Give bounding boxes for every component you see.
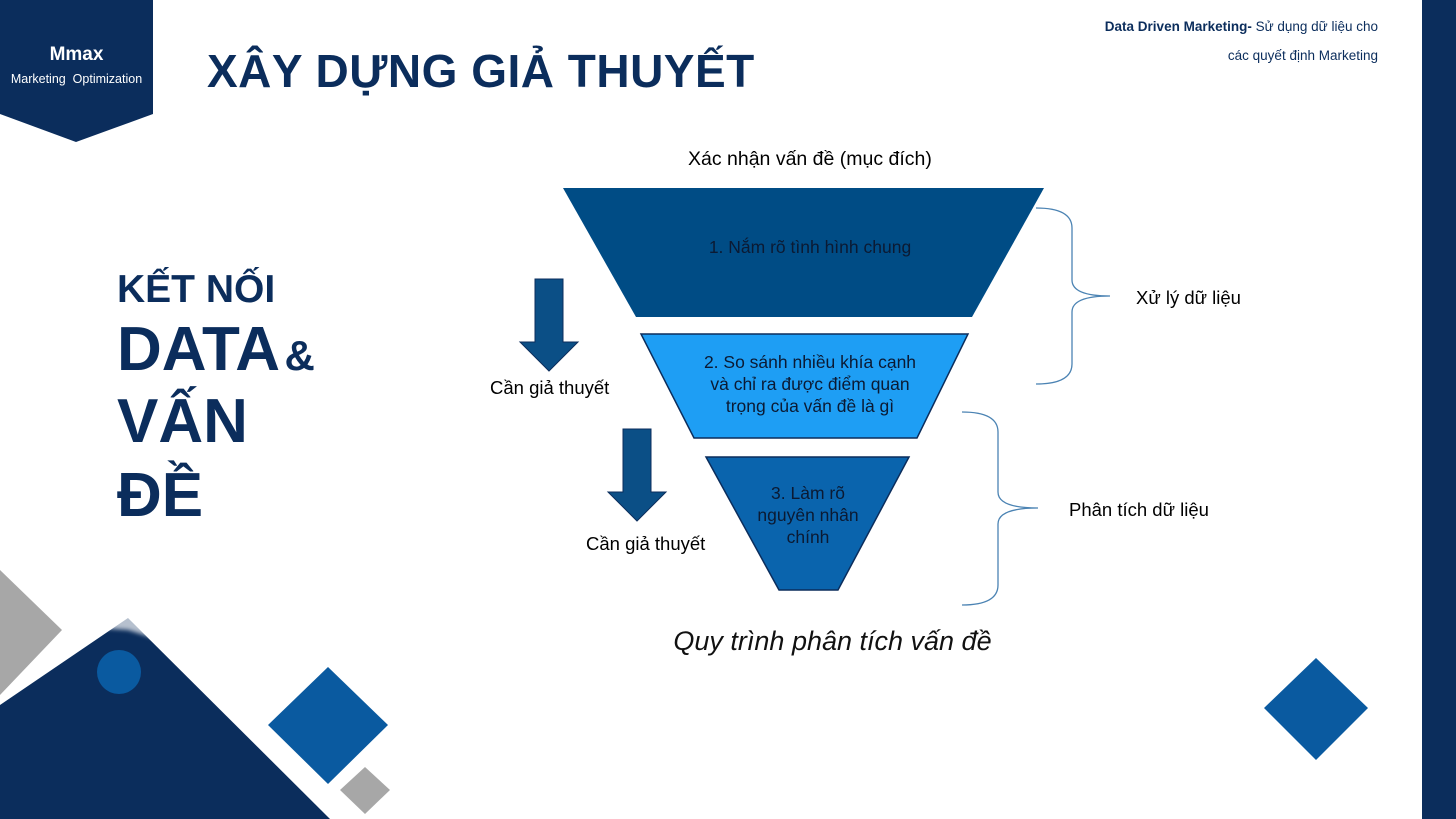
decor-glow xyxy=(100,612,160,640)
funnel-stage-3 xyxy=(704,456,911,591)
side-heading-line4: ĐỀ xyxy=(117,461,204,530)
tagline-bold: Data Driven Marketing- xyxy=(1104,19,1252,34)
stage-2-line: 2. So sánh nhiều khía cạnh xyxy=(703,352,917,372)
side-heading-line1: KẾT NỐI xyxy=(117,268,276,311)
brand-name: Mmax xyxy=(49,44,104,65)
down-arrow-2 xyxy=(606,428,668,522)
bracket-label-process: Xử lý dữ liệu xyxy=(1136,287,1241,308)
side-heading-line2: DATA & xyxy=(117,319,315,381)
arrow-label-2: Cần giả thuyết xyxy=(586,533,706,554)
bracket-label-analysis: Phân tích dữ liệu xyxy=(1069,499,1209,520)
side-heading: KẾT NỐI DATA & VẤN ĐỀ xyxy=(117,270,315,527)
diagram-caption: Quy trình phân tích vấn đề xyxy=(673,626,992,656)
decor-navy-triangle xyxy=(0,618,330,819)
decor-blue-circle xyxy=(97,650,141,694)
funnel-stage-2 xyxy=(639,333,970,439)
down-arrow-1 xyxy=(518,278,580,372)
tagline-line2: các quyết định Marketing xyxy=(1227,48,1378,63)
stage-2-line: và chỉ ra được điểm quan xyxy=(710,374,910,394)
decor-gray-diamond xyxy=(0,570,62,695)
right-accent-bar xyxy=(1422,0,1456,819)
stage-3-line: nguyên nhân xyxy=(757,505,859,525)
bracket-process xyxy=(1035,207,1111,385)
side-heading-data: DATA xyxy=(117,315,280,384)
stage-3-text: 3. Làm rõ nguyên nhân chính xyxy=(738,482,878,548)
decor-blue-diamond xyxy=(268,667,388,784)
bracket-analysis xyxy=(961,411,1039,606)
tagline-line1: Sử dụng dữ liệu cho xyxy=(1251,19,1378,34)
stage-3-line: chính xyxy=(786,527,830,547)
decor-right-blue-diamond xyxy=(1264,658,1368,760)
decor-small-gray-diamond xyxy=(340,767,390,814)
stage-1-text: 1. Nắm rõ tình hình chung xyxy=(708,237,912,257)
tagline: Data Driven Marketing- Sử dụng dữ liệu c… xyxy=(1040,12,1378,70)
side-heading-amp: & xyxy=(284,332,315,379)
stage-2-text: 2. So sánh nhiều khía cạnh và chỉ ra đượ… xyxy=(680,351,940,417)
arrow-label-1: Cần giả thuyết xyxy=(490,377,610,398)
page-title: XÂY DỰNG GIẢ THUYẾT xyxy=(207,45,755,97)
stage-2-line: trọng của vấn đề là gì xyxy=(725,396,895,416)
brand-subtitle: Marketing Optimization xyxy=(10,72,143,86)
funnel-top-label: Xác nhận vấn đề (mục đích) xyxy=(688,148,932,170)
side-heading-line3: VẤN xyxy=(117,387,248,456)
stage-3-line: 3. Làm rõ xyxy=(771,483,845,503)
funnel-stage-1 xyxy=(563,188,1044,317)
logo-badge xyxy=(0,0,153,142)
